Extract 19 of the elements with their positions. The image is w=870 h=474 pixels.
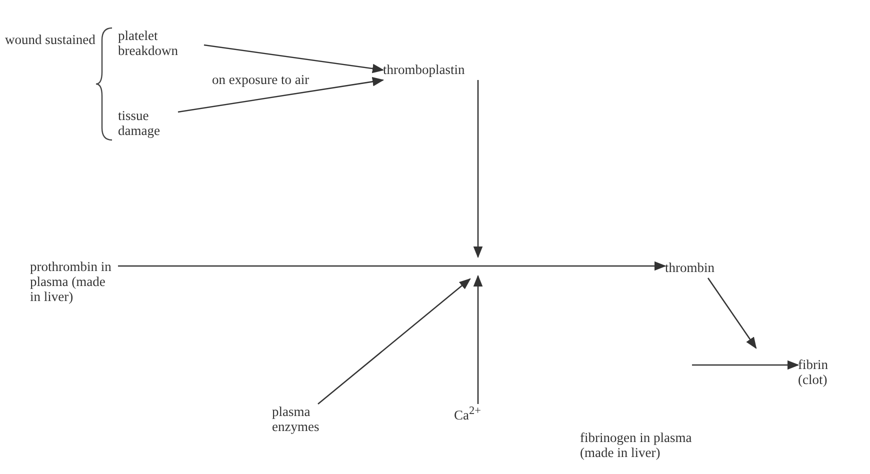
node-label: Ca$^{2+}$ [454,404,482,422]
arrow [692,360,800,370]
node-label: fibrinogen in plasma (made in liver) [580,430,692,460]
arrow [473,80,483,258]
annotation-text: on exposure to air [212,72,310,87]
arrow [473,274,483,404]
arrow [204,44,384,74]
arrow [318,278,471,404]
node-label: fibrin (clot) [798,357,829,387]
node-label: platelet breakdown [118,28,179,58]
arrow [707,278,757,349]
node-label: thrombin [665,260,716,275]
node-label: prothrombin in plasma (made in liver) [30,259,112,304]
node-label: thromboplastin [383,62,466,77]
node-label: wound sustained [5,32,96,47]
node-label: tissue damage [118,108,161,138]
arrow [118,261,666,271]
arrow [178,77,384,113]
node-label: plasma enzymes [272,404,320,434]
